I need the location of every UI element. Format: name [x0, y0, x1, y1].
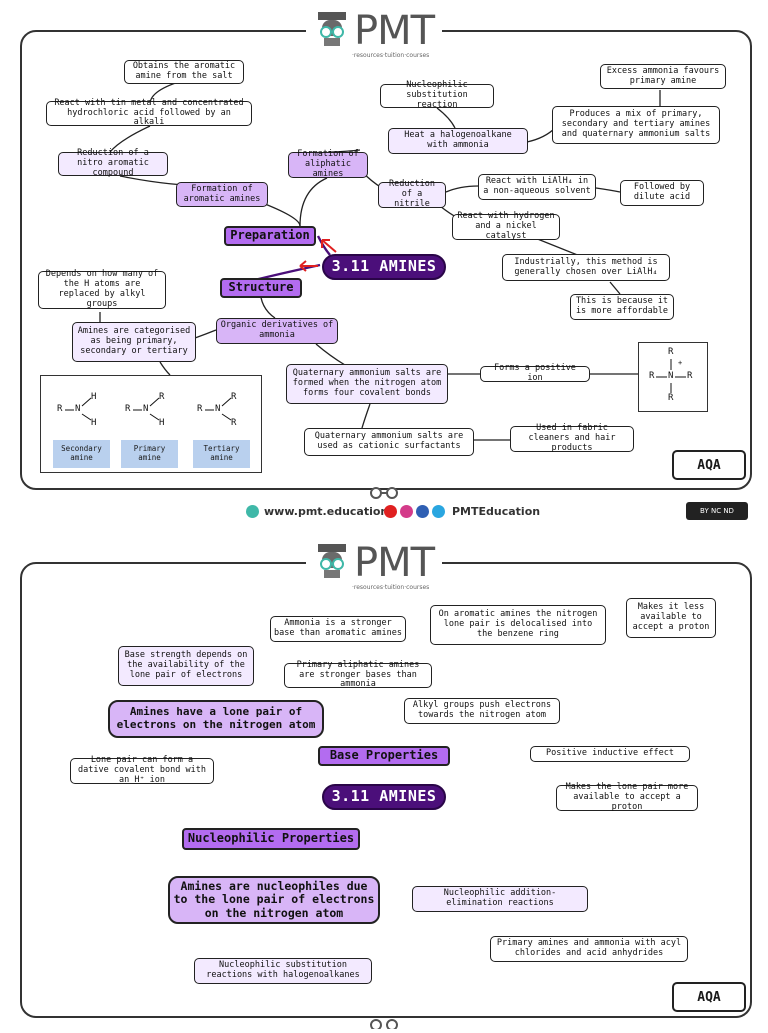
label-tertiary-amine: Tertiary amine [193, 440, 250, 468]
quat-n: N [668, 371, 674, 381]
facebook-icon[interactable] [416, 505, 429, 518]
node-hydrogen-nickel: React with hydrogen and a nickel catalys… [452, 211, 560, 241]
node-ammonia-stronger: Ammonia is a stronger base than aromatic… [270, 616, 406, 642]
aqa-badge-page-1: AQA [672, 450, 746, 480]
pmt-logo-2: PMT ·resources·tuition·courses [306, 540, 443, 591]
amine-r: R [197, 404, 203, 414]
node-excess-ammonia: Excess ammonia favours primary amine [600, 64, 726, 89]
node-delocalised: On aromatic amines the nitrogen lone pai… [430, 605, 606, 645]
node-more-available: Makes the lone pair more available to ac… [556, 782, 698, 812]
logo-word: PMT [354, 540, 435, 586]
node-more-affordable: This is because it is more affordable [570, 294, 674, 320]
node-industrially: Industrially, this method is generally c… [502, 254, 670, 281]
label-secondary-amine: Secondary amine [53, 440, 110, 468]
node-produces-mix: Produces a mix of primary, secondary and… [552, 106, 720, 144]
title-page-1: 3.11 AMINES [322, 254, 446, 280]
footer-social[interactable]: PMTEducation [452, 505, 541, 518]
node-positive-ion: Forms a positive ion [480, 363, 590, 383]
node-depends-h-atoms: Depends on how many of the H atoms are r… [38, 270, 166, 309]
amine-top: H [91, 392, 97, 402]
node-reduction-nitro: Reduction of a nitro aromatic compound [58, 148, 168, 178]
amine-bottom: H [159, 418, 165, 428]
glasses-icon [366, 484, 402, 499]
node-addition-elimination: Nucleophilic addition-elimination reacti… [412, 886, 588, 912]
label-primary-amine: Primary amine [121, 440, 178, 468]
amine-bonds [65, 397, 232, 421]
amine-type-tertiary: R N R R [193, 390, 253, 430]
amine-type-primary: R N R H [121, 390, 181, 430]
header-structure: Structure [220, 278, 302, 298]
node-substitution-halogenoalkanes: Nucleophilic substitution reactions with… [194, 958, 372, 984]
node-primary-stronger: Primary aliphatic amines are stronger ba… [284, 660, 432, 689]
node-formation-aromatic: Formation of aromatic amines [176, 182, 268, 207]
node-reduction-nitrile: Reduction of a nitrile [378, 179, 446, 209]
node-lone-pair: Amines have a lone pair of electrons on … [108, 700, 324, 738]
node-cationic-surfactants: Quaternary ammonium salts are used as ca… [304, 428, 474, 456]
node-base-strength: Base strength depends on the availabilit… [118, 646, 254, 686]
node-dilute-acid: Followed by dilute acid [620, 180, 704, 206]
amine-n: N [143, 404, 149, 414]
node-organic-derivatives: Organic derivatives of ammonia [216, 318, 338, 344]
glasses-icon-bottom [366, 1014, 402, 1031]
header-preparation: Preparation [224, 226, 316, 246]
creative-commons-badge: BY NC ND [686, 502, 748, 520]
header-base-properties: Base Properties [318, 746, 450, 766]
graduate-icon [314, 10, 350, 52]
node-alkyl-groups: Alkyl groups push electrons towards the … [404, 698, 560, 724]
quat-r-left: R [649, 371, 655, 381]
quat-r-top: R [668, 347, 674, 357]
node-amines-categorised: Amines are categorised as being primary,… [72, 322, 196, 362]
amine-top: R [231, 392, 237, 402]
logo-word: PMT [354, 8, 435, 54]
node-dative-bond: Lone pair can form a dative covalent bon… [70, 755, 214, 785]
amine-r: R [125, 404, 131, 414]
quat-bonds [656, 359, 686, 393]
node-nucleophiles: Amines are nucleophiles due to the lone … [168, 876, 380, 924]
logo-tagline: ·resources·tuition·courses [352, 584, 430, 591]
node-acyl-chlorides: Primary amines and ammonia with acyl chl… [490, 936, 688, 962]
amine-bottom: H [91, 418, 97, 428]
amine-top: R [159, 392, 165, 402]
quaternary-structure-box: R + R N R R [638, 342, 708, 412]
amine-type-secondary: R N H H [53, 390, 113, 430]
amine-types-box: R N H H R N R H R N R R Secondary amine … [40, 375, 262, 473]
footer: www.pmt.education PMTEducation [0, 487, 768, 524]
graduate-icon [314, 542, 350, 584]
pmt-logo: PMT ·resources·tuition·courses [306, 8, 443, 59]
node-less-available: Makes it less available to accept a prot… [626, 598, 716, 638]
node-nucleophilic-substitution: Nucleophilic substitution reaction [380, 80, 494, 110]
quat-r-right: R [687, 371, 693, 381]
node-formation-aliphatic: Formation of aliphatic amines [288, 149, 368, 179]
node-heat-halogenoalkane: Heat a halogenoalkane with ammonia [388, 128, 528, 154]
twitter-icon[interactable] [432, 505, 445, 518]
quat-r-bottom: R [668, 393, 674, 403]
node-react-lialh4: React with LiAlH₄ in a non-aqueous solve… [478, 174, 596, 200]
youtube-icon[interactable] [384, 505, 397, 518]
amine-bottom: R [231, 418, 237, 428]
footer-website[interactable]: www.pmt.education [264, 505, 389, 518]
node-tin-metal: React with tin metal and concentrated hy… [46, 98, 252, 127]
header-nucleophilic-properties: Nucleophilic Properties [182, 828, 360, 850]
cursor-icon [246, 505, 259, 518]
logo-tagline: ·resources·tuition·courses [352, 52, 430, 59]
title-page-2: 3.11 AMINES [322, 784, 446, 810]
quat-plus: + [678, 359, 683, 367]
amine-r: R [57, 404, 63, 414]
node-obtains-amine: Obtains the aromatic amine from the salt [124, 60, 244, 84]
node-inductive-effect: Positive inductive effect [530, 746, 690, 762]
node-quaternary-formed: Quaternary ammonium salts are formed whe… [286, 364, 448, 404]
instagram-icon[interactable] [400, 505, 413, 518]
aqa-badge-page-2: AQA [672, 982, 746, 1012]
node-fabric-cleaners: Used in fabric cleaners and hair product… [510, 423, 634, 453]
amine-n: N [75, 404, 81, 414]
amine-n: N [215, 404, 221, 414]
